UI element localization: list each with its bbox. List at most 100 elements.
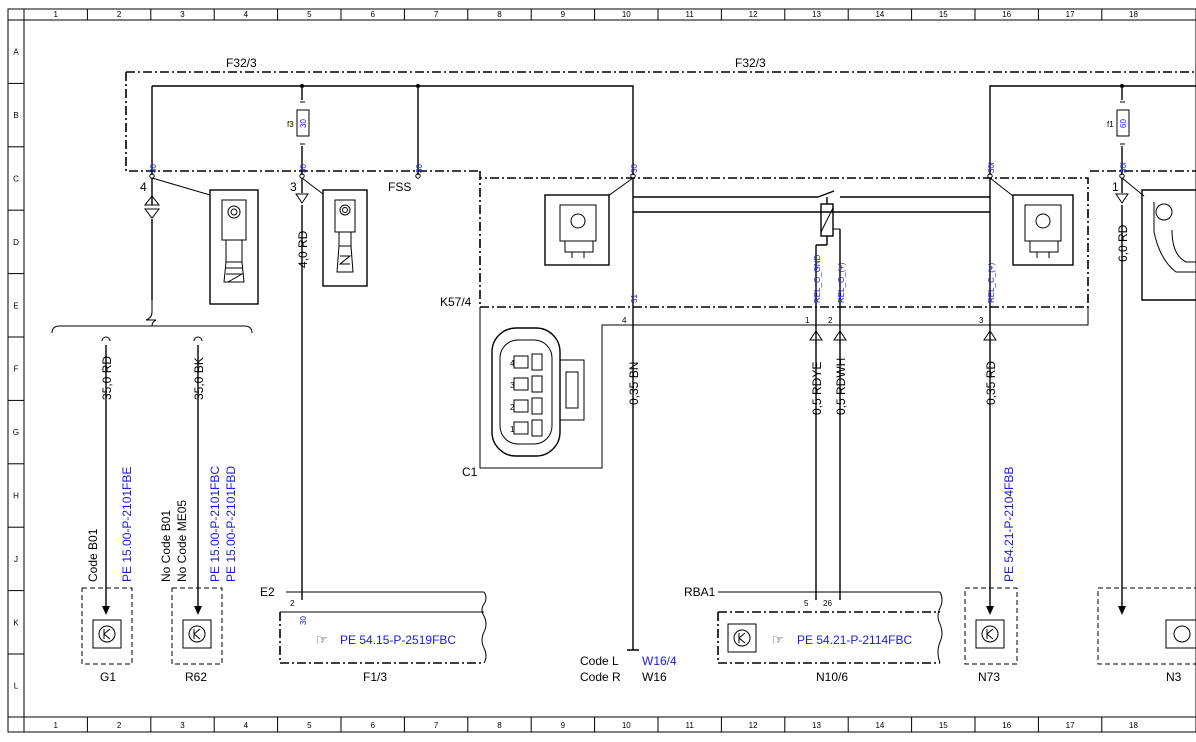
wire-label-35rd: 35,0 RD <box>100 356 114 400</box>
ring-terminal-box-small <box>322 189 368 287</box>
column-label: 12 <box>749 721 758 730</box>
column-label: 7 <box>434 10 439 19</box>
relay-bus <box>633 178 991 308</box>
row-label: F <box>14 365 19 374</box>
terminal-30-c: 30 <box>630 164 639 173</box>
column-label: 16 <box>1002 10 1011 19</box>
column-label: 4 <box>244 721 249 730</box>
column-label: 6 <box>370 721 375 730</box>
wire-label-bn: 0,35 BN <box>627 362 641 405</box>
e2-label: E2 <box>260 585 275 599</box>
relay-coil-diag <box>820 207 834 233</box>
f13-reference: PE 54.15-P-2519FBC <box>340 633 456 647</box>
column-label: 8 <box>497 721 502 730</box>
column-label: 8 <box>497 10 502 19</box>
relay-terminal-icon-left <box>559 204 597 258</box>
row-label: D <box>13 238 19 247</box>
row-label: A <box>13 48 19 57</box>
row-label: E <box>13 301 18 310</box>
n73-reference: PE 54.21-P-2104FBB <box>1002 467 1016 582</box>
column-label: 15 <box>939 10 948 19</box>
terminal-30-b: 30 <box>299 164 308 173</box>
row-label: J <box>14 555 18 564</box>
relay-pin-label-31: 31 <box>630 294 639 303</box>
fuse-f1-caps <box>1120 101 1125 145</box>
code-l-label: Code L <box>580 654 619 668</box>
r62-symbol-icon <box>182 619 212 649</box>
terminal-30-a: 30 <box>149 164 158 173</box>
wire-arrowhead <box>986 606 994 615</box>
column-label: 15 <box>939 721 948 730</box>
column-label: 14 <box>875 721 884 730</box>
column-label: 14 <box>875 10 884 19</box>
n106-symbol-icon <box>727 623 757 653</box>
ring-terminal-icon-small <box>334 199 356 273</box>
busbar-left <box>152 85 634 175</box>
relay-pin-1: 1 <box>805 316 810 325</box>
n106-label: N10/6 <box>816 670 848 684</box>
r62-reference-1: PE 15.00-P-2101FBC <box>208 466 222 582</box>
pin-3-label: 3 <box>290 180 297 194</box>
fss-label: FSS <box>388 180 411 194</box>
frame-outer <box>7 8 1196 733</box>
column-label: 3 <box>180 721 185 730</box>
f13-hand-icon: ☞ <box>316 632 328 647</box>
pin-1-label: 1 <box>1112 180 1119 194</box>
relay-outline <box>479 171 1089 308</box>
column-label: 16 <box>1002 721 1011 730</box>
rba1-pin-5: 5 <box>804 599 809 608</box>
column-label: 6 <box>370 10 375 19</box>
plug-pin-2: 2 <box>510 403 515 412</box>
relay-contact <box>815 190 841 308</box>
column-label: 17 <box>1066 10 1075 19</box>
wire-arrowhead <box>1118 606 1126 615</box>
wire-rdye-rdwh <box>815 308 841 600</box>
column-label: 13 <box>812 10 821 19</box>
n73-outline <box>964 587 1018 665</box>
wire-end-caps <box>101 336 203 342</box>
relay-label: K57/4 <box>440 295 472 309</box>
column-ruler: 1122334455667788991010111112121313141415… <box>8 9 1196 732</box>
column-label: 1 <box>53 721 58 730</box>
fuse-f1-rating: 60 <box>1119 119 1128 128</box>
fuse-f3-body <box>296 109 310 137</box>
relay-pin-label-o: REL_O_(+) <box>837 262 846 303</box>
stud-connector-symbol <box>143 195 161 219</box>
wire-label-035rd: 0,35 RD <box>984 361 998 405</box>
r62-outline <box>171 587 223 665</box>
fuse-f1-name: f1 <box>1107 120 1114 129</box>
fuse-box-label-left: F32/3 <box>226 56 257 70</box>
bus-node <box>1120 84 1124 88</box>
n3-symbol-icon <box>1165 619 1196 649</box>
relay-coil <box>820 203 834 237</box>
column-label: 18 <box>1129 721 1138 730</box>
e2-terminal: 30 <box>299 616 308 625</box>
column-label: 11 <box>686 10 695 19</box>
e2-pin: 2 <box>290 599 295 608</box>
relay-pin-label-c: REL_C_(+) <box>987 262 996 303</box>
connector-symbol <box>983 330 997 341</box>
rba1-label: RBA1 <box>684 585 716 599</box>
connector-symbol <box>1115 193 1129 204</box>
column-label: 10 <box>622 10 631 19</box>
row-label: C <box>13 175 19 184</box>
column-label: 11 <box>686 721 695 730</box>
ring-terminal-icon-right <box>1153 202 1196 273</box>
fuse-f3-name: f3 <box>287 120 294 129</box>
n3-label: N3 <box>1166 670 1182 684</box>
row-label: K <box>13 618 19 627</box>
relay-connector-icon-right <box>1012 194 1074 266</box>
row-label: H <box>13 492 19 501</box>
g1-code: Code B01 <box>86 528 100 582</box>
callout-line <box>301 177 324 195</box>
column-label: 9 <box>561 721 566 730</box>
rba1-pin-26: 26 <box>823 599 832 608</box>
connector-c1-label: C1 <box>462 465 478 479</box>
terminal-30l-d: 30l <box>987 162 996 173</box>
column-label: 3 <box>180 10 185 19</box>
column-label: 4 <box>244 10 249 19</box>
row-label: L <box>14 682 19 691</box>
n106-break <box>937 591 943 664</box>
